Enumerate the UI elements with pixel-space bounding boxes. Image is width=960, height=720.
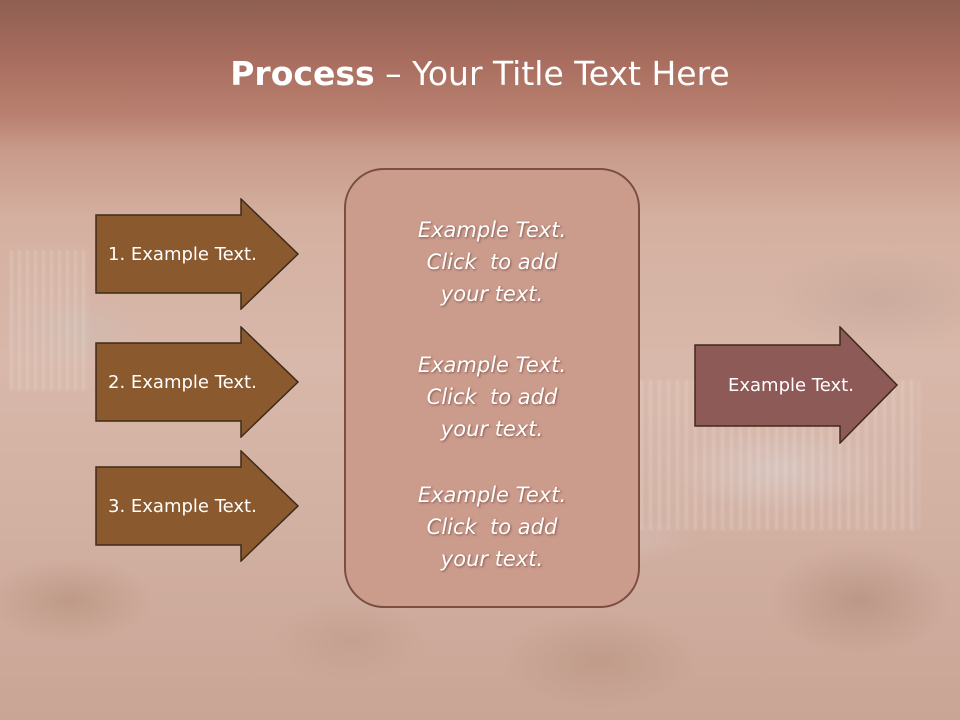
center-text-block-3[interactable]: Example Text. Click to add your text. <box>346 479 638 575</box>
center-text-box[interactable]: Example Text. Click to add your text. Ex… <box>344 168 640 608</box>
left-arrow-2[interactable]: 2. Example Text. <box>95 326 300 438</box>
center-text-line: Click to add <box>426 515 558 539</box>
center-text-line: Example Text. <box>417 483 567 507</box>
arrow-shape-icon <box>95 450 300 562</box>
slide-title[interactable]: Process – Your Title Text Here <box>0 52 960 96</box>
center-text-line: Click to add <box>426 385 558 409</box>
left-arrow-label: 2. Example Text. <box>108 371 257 393</box>
left-arrow-label: 1. Example Text. <box>108 243 257 265</box>
right-arrow-label: Example Text. <box>728 374 854 396</box>
arrow-shape-icon <box>694 326 899 444</box>
center-text-line: your text. <box>440 282 544 306</box>
center-text-line: your text. <box>440 417 544 441</box>
center-text-block-1[interactable]: Example Text. Click to add your text. <box>346 214 638 310</box>
center-text-line: Click to add <box>426 250 558 274</box>
center-text-block-2[interactable]: Example Text. Click to add your text. <box>346 349 638 445</box>
center-text-line: Example Text. <box>417 353 567 377</box>
center-text-line: Example Text. <box>417 218 567 242</box>
waterfall-decoration-left <box>10 250 90 390</box>
right-arrow[interactable]: Example Text. <box>694 326 899 444</box>
title-bold: Process <box>230 54 375 93</box>
left-arrow-3[interactable]: 3. Example Text. <box>95 450 300 562</box>
arrow-shape-icon <box>95 326 300 438</box>
center-text-line: your text. <box>440 547 544 571</box>
left-arrow-label: 3. Example Text. <box>108 495 257 517</box>
title-rest: – Your Title Text Here <box>374 54 730 93</box>
left-arrow-1[interactable]: 1. Example Text. <box>95 198 300 310</box>
arrow-shape-icon <box>95 198 300 310</box>
